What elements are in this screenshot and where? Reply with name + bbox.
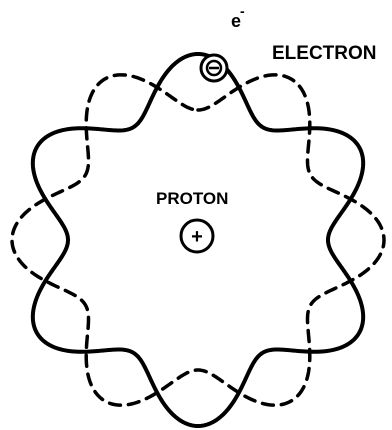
proton-nucleus: + [179,218,215,254]
proton-circle [179,218,215,254]
dashed-standing-wave [10,73,386,407]
solid-standing-wave [30,52,366,428]
electron-label: ELECTRON [272,43,377,64]
electron-inner-ring [205,59,223,77]
proton-plus-sign: + [191,226,203,248]
electron-marker [199,53,229,83]
electron-symbol: e [231,11,241,31]
electron-charge: - [240,3,245,19]
proton-label: PROTON [156,189,228,208]
